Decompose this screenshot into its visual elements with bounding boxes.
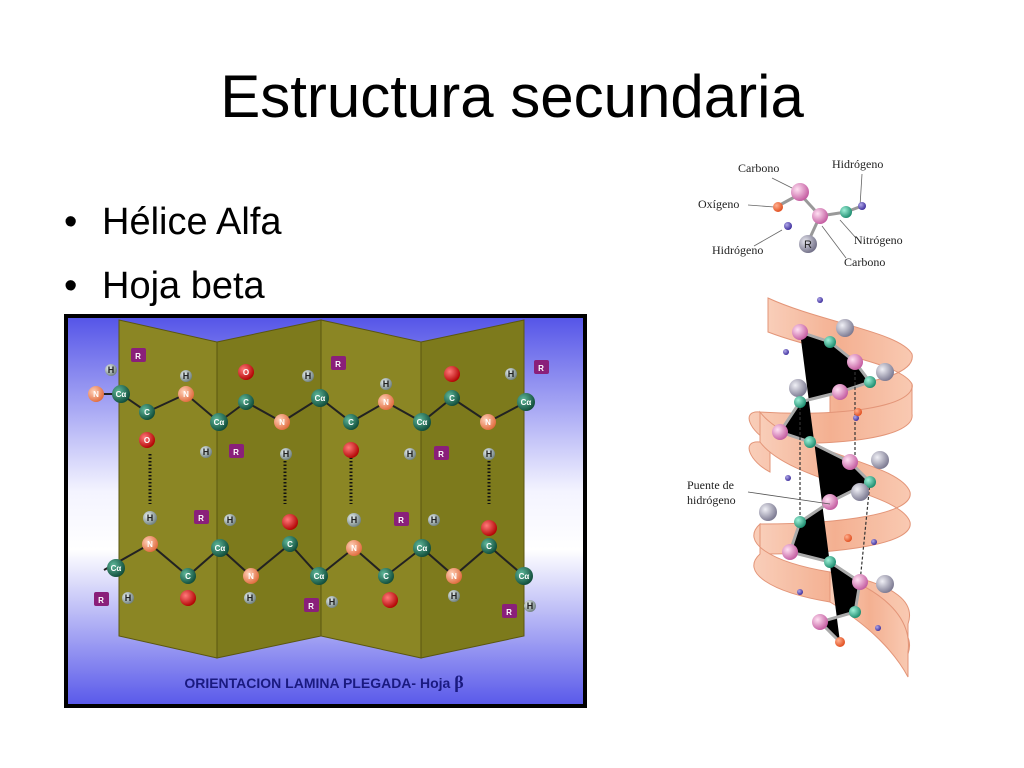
svg-text:H: H xyxy=(527,601,534,611)
alpha-carbon-label: Cα xyxy=(116,390,127,399)
svg-text:H: H xyxy=(407,449,414,459)
svg-text:H: H xyxy=(383,379,390,389)
side-chain-label: R xyxy=(98,596,104,605)
nitrogen-label: N xyxy=(383,398,389,407)
carbon-atom-icon xyxy=(812,208,828,224)
alpha-carbon-label: Cα xyxy=(315,394,326,403)
svg-text:H: H xyxy=(486,449,493,459)
svg-text:H: H xyxy=(227,515,234,525)
hydrogen-symbols: H H H H H H H H H H H H H H H H H H xyxy=(108,365,534,611)
bullet-text: Hélice Alfa xyxy=(102,201,282,243)
lower-strand-atoms xyxy=(94,510,536,618)
beta-sheet-caption: ORIENTACION LAMINA PLEGADA- Hoja β xyxy=(184,672,463,692)
carbon-label: C xyxy=(185,572,191,581)
svg-text:H: H xyxy=(147,513,154,523)
side-chain-label: R xyxy=(538,364,544,373)
svg-text:H: H xyxy=(283,449,290,459)
svg-text:H: H xyxy=(305,371,312,381)
alpha-carbon-label: Cα xyxy=(519,572,530,581)
r-group-atom-icon xyxy=(799,235,817,253)
oxygen-atom-icon xyxy=(773,202,783,212)
nitrogen-label: N xyxy=(451,572,457,581)
carbon-label: C xyxy=(383,572,389,581)
side-chain-label: R xyxy=(233,448,239,457)
alpha-helix-diagram xyxy=(747,297,913,678)
bullet-dot-icon: • xyxy=(64,201,78,243)
svg-text:H: H xyxy=(247,593,254,603)
helix-hbond-label: Puente de hidrógeno xyxy=(687,478,736,508)
carbon-label: C xyxy=(449,394,455,403)
pointer-line xyxy=(747,491,831,505)
hydrogen-atom-icon xyxy=(858,202,866,210)
alpha-carbon-label: Cα xyxy=(215,544,226,553)
bullet-item-alpha-helix: • Hélice Alfa xyxy=(58,190,282,254)
nitrogen-label: N xyxy=(485,418,491,427)
svg-text:H: H xyxy=(451,591,458,601)
bullet-item-beta-sheet: • Hoja beta xyxy=(58,254,282,318)
carbon-label: C xyxy=(287,540,293,549)
svg-text:H: H xyxy=(329,597,336,607)
oxygen-label: O xyxy=(144,436,150,445)
carbon-atom-icon xyxy=(791,183,809,201)
alpha-carbon-label: Cα xyxy=(417,418,428,427)
nitrogen-label: N xyxy=(279,418,285,427)
label-nitrogeno: Nitrógeno xyxy=(854,233,903,247)
nitrogen-label: N xyxy=(183,390,189,399)
svg-text:H: H xyxy=(183,371,190,381)
nitrogen-label: N xyxy=(248,572,254,581)
bullet-list: • Hélice Alfa • Hoja beta xyxy=(58,190,282,318)
alpha-carbon-label: Cα xyxy=(111,564,122,573)
nitrogen-label: N xyxy=(147,540,153,549)
label-oxigeno: Oxígeno xyxy=(698,197,739,211)
side-chain-label: R xyxy=(308,602,314,611)
bullet-text: Hoja beta xyxy=(102,265,265,307)
slide-title: Estructura secundaria xyxy=(220,63,804,130)
label-line-2: hidrógeno xyxy=(687,493,736,507)
side-chain-label: R xyxy=(335,360,341,369)
alpha-carbon-label: Cα xyxy=(314,572,325,581)
carbon-label: C xyxy=(486,542,492,551)
oxygen-label: O xyxy=(243,368,249,377)
svg-text:H: H xyxy=(125,593,132,603)
nitrogen-label: N xyxy=(93,390,99,399)
alpha-carbon-label: Cα xyxy=(417,544,428,553)
svg-text:H: H xyxy=(108,365,115,375)
upper-strand-atoms xyxy=(88,348,549,460)
svg-text:H: H xyxy=(431,515,438,525)
pleat-panel xyxy=(320,319,422,659)
svg-text:H: H xyxy=(203,447,210,457)
carbon-label: C xyxy=(243,398,249,407)
carbon-label: C xyxy=(348,418,354,427)
side-chain-label: R xyxy=(438,450,444,459)
label-hidrogeno: Hidrógeno xyxy=(712,243,763,257)
atom-symbols: N Cα C O N Cα C O N Cα C N Cα C N Cα N C… xyxy=(93,352,544,617)
hydrogen-atom-icon xyxy=(784,222,792,230)
helix-atoms xyxy=(759,297,894,647)
label-carbono: Carbono xyxy=(738,161,779,175)
label-carbono: Carbono xyxy=(844,255,885,269)
svg-text:H: H xyxy=(351,515,358,525)
side-chain-label: R xyxy=(506,608,512,617)
svg-text:H: H xyxy=(508,369,515,379)
carbon-label: C xyxy=(144,408,150,417)
bullet-dot-icon: • xyxy=(64,265,78,307)
beta-sheet-diagram: N Cα C O N Cα C O N Cα C N Cα C N Cα N C… xyxy=(64,314,587,708)
side-chain-label: R xyxy=(135,352,141,361)
hydrogen-bonds xyxy=(148,454,491,504)
label-hidrogeno: Hidrógeno xyxy=(832,157,883,171)
helix-atom-legend: Carbono Hidrógeno Oxígeno Hidrógeno R Ni… xyxy=(698,157,903,269)
side-chain-label: R xyxy=(198,514,204,523)
alpha-carbon-label: Cα xyxy=(521,398,532,407)
nitrogen-atom-icon xyxy=(840,206,852,218)
pleat-panel xyxy=(118,319,218,659)
alpha-carbon-label: Cα xyxy=(214,418,225,427)
label-line-1: Puente de xyxy=(687,478,734,492)
nitrogen-label: N xyxy=(351,544,357,553)
side-chain-label: R xyxy=(398,516,404,525)
label-r-group: R xyxy=(804,239,812,251)
